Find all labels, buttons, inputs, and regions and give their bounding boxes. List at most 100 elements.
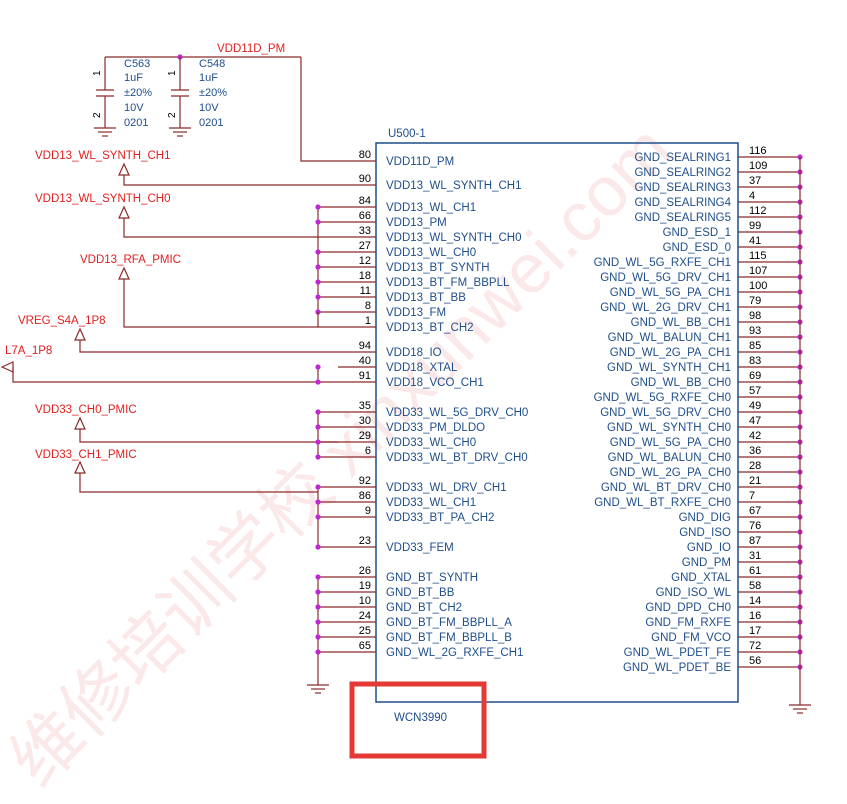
left-pin-name[interactable]: VDD13_PM bbox=[386, 217, 447, 229]
right-pin-name[interactable]: GND_WL_5G_RXFE_CH0 bbox=[594, 392, 731, 404]
right-pin-name[interactable]: GND_WL_5G_DRV_CH0 bbox=[600, 407, 731, 419]
left-pin-number: 40 bbox=[359, 355, 371, 367]
net-l7a bbox=[12, 367, 338, 383]
right-pin-name[interactable]: GND_ESD_0 bbox=[663, 242, 731, 254]
right-pin-name[interactable]: GND_SEALRING1 bbox=[634, 152, 731, 164]
junction-dot bbox=[315, 294, 321, 300]
left-pin-name[interactable]: VDD33_PM_DLDO bbox=[386, 422, 485, 434]
right-pin-name[interactable]: GND_WL_BB_CH1 bbox=[631, 317, 731, 329]
right-pin-number: 16 bbox=[749, 610, 761, 622]
right-pin-name[interactable]: GND_SEALRING2 bbox=[634, 167, 731, 179]
left-pin-name[interactable]: VDD33_WL_5G_DRV_CH0 bbox=[386, 407, 528, 419]
left-pin-number: 11 bbox=[360, 285, 371, 297]
left-pin-name[interactable]: VDD13_WL_SYNTH_CH0 bbox=[386, 232, 522, 244]
right-pin-name[interactable]: GND_WL_SYNTH_CH1 bbox=[607, 362, 731, 374]
left-pin-name[interactable]: VDD13_WL_SYNTH_CH1 bbox=[386, 180, 522, 192]
left-pin-number: 9 bbox=[365, 505, 371, 517]
right-pin-name[interactable]: GND_WL_BALUN_CH1 bbox=[608, 332, 731, 344]
right-pin-number: 42 bbox=[749, 430, 761, 442]
left-pin-name[interactable]: VDD13_WL_CH1 bbox=[386, 202, 476, 214]
right-pin-name[interactable]: GND_DIG bbox=[679, 512, 731, 524]
c548-pin1: 1 bbox=[167, 70, 178, 76]
left-pin-number: 84 bbox=[359, 195, 371, 207]
left-pin-name[interactable]: VDD33_BT_PA_CH2 bbox=[386, 512, 494, 524]
left-pin-name[interactable]: VDD33_WL_BT_DRV_CH0 bbox=[386, 452, 528, 464]
right-pin-name[interactable]: GND_ESD_1 bbox=[663, 227, 731, 239]
left-pin-name[interactable]: GND_BT_FM_BBPLL_B bbox=[386, 632, 512, 644]
left-pin-name[interactable]: VDD33_WL_DRV_CH1 bbox=[386, 482, 507, 494]
right-pin-name[interactable]: GND_WL_BALUN_CH0 bbox=[608, 452, 731, 464]
right-pin-name[interactable]: GND_WL_PDET_FE bbox=[624, 647, 732, 659]
left-pin-number: 23 bbox=[359, 535, 371, 547]
right-pins: 116GND_SEALRING1109GND_SEALRING237GND_SE… bbox=[594, 145, 768, 674]
wires bbox=[0, 54, 811, 714]
right-pin-name[interactable]: GND_WL_5G_PA_CH1 bbox=[610, 287, 731, 299]
right-pin-number: 36 bbox=[749, 445, 761, 457]
left-pin-number: 35 bbox=[359, 400, 371, 412]
right-pin-name[interactable]: GND_WL_SYNTH_CH0 bbox=[607, 422, 731, 434]
left-pin-name[interactable]: VDD13_WL_CH0 bbox=[386, 247, 476, 259]
net-label-l7a-1p8: L7A_1P8 bbox=[5, 345, 52, 357]
c548-volt: 10V bbox=[199, 102, 219, 114]
right-pin-name[interactable]: GND_SEALRING3 bbox=[634, 182, 731, 194]
right-pin-name[interactable]: GND_DPD_CH0 bbox=[645, 602, 731, 614]
net-synth-ch1 bbox=[123, 175, 338, 186]
net-synth-ch0 bbox=[123, 218, 338, 238]
right-pin-name[interactable]: GND_WL_5G_DRV_CH1 bbox=[600, 272, 731, 284]
right-pin-name[interactable]: GND_ISO_WL bbox=[656, 587, 732, 599]
left-pin-name[interactable]: VDD13_BT_SYNTH bbox=[386, 262, 490, 274]
left-pin-name[interactable]: VDD11D_PM bbox=[386, 156, 454, 168]
right-pin-name[interactable]: GND_SEALRING5 bbox=[634, 212, 731, 224]
left-pin-name[interactable]: VDD33_FEM bbox=[386, 542, 454, 554]
right-pin-name[interactable]: GND_WL_5G_PA_CH0 bbox=[610, 437, 731, 449]
right-pin-name[interactable]: GND_WL_5G_RXFE_CH1 bbox=[594, 257, 731, 269]
net-vdd33-ch0 bbox=[79, 429, 338, 443]
left-pin-name[interactable]: VDD13_BT_CH2 bbox=[386, 322, 474, 334]
c548-tol: ±20% bbox=[199, 87, 227, 99]
chip-body[interactable] bbox=[375, 142, 739, 703]
right-pin-name[interactable]: GND_SEALRING4 bbox=[634, 197, 731, 209]
right-pin-name[interactable]: GND_WL_PDET_BE bbox=[623, 662, 731, 674]
right-pin-name[interactable]: GND_WL_BT_RXFE_CH0 bbox=[594, 497, 731, 509]
left-pin-name[interactable]: VDD18_VCO_CH1 bbox=[386, 377, 484, 389]
net-label-s4a-1p8: VREG_S4A_1P8 bbox=[18, 315, 106, 327]
right-pin-number: 79 bbox=[749, 295, 761, 307]
left-pin-name[interactable]: VDD33_WL_CH0 bbox=[386, 437, 476, 449]
right-pin-name[interactable]: GND_WL_2G_PA_CH1 bbox=[610, 347, 731, 359]
left-pin-name[interactable]: GND_WL_2G_RXFE_CH1 bbox=[386, 647, 523, 659]
capacitor-c563[interactable]: C563 1uF ±20% 10V 0201 1 2 bbox=[92, 58, 152, 129]
left-pin-name[interactable]: VDD13_FM bbox=[386, 307, 446, 319]
right-pin-name[interactable]: GND_FM_RXFE bbox=[645, 617, 731, 629]
right-pin-name[interactable]: GND_IO bbox=[687, 542, 731, 554]
right-pin-name[interactable]: GND_XTAL bbox=[671, 572, 731, 584]
right-pin-name[interactable]: GND_ISO bbox=[679, 527, 731, 539]
left-pin-name[interactable]: GND_BT_CH2 bbox=[386, 602, 462, 614]
right-pin-name[interactable]: GND_WL_2G_DRV_CH1 bbox=[600, 302, 731, 314]
left-pin-name[interactable]: VDD18_IO bbox=[386, 347, 442, 359]
right-pin-number: 76 bbox=[749, 520, 761, 532]
right-pin-number: 107 bbox=[749, 265, 767, 277]
right-pin-name[interactable]: GND_FM_VCO bbox=[651, 632, 731, 644]
right-pin-name[interactable]: GND_PM bbox=[682, 557, 731, 569]
left-pin-name[interactable]: GND_BT_SYNTH bbox=[386, 572, 478, 584]
right-pin-number: 109 bbox=[749, 160, 767, 172]
left-pin-name[interactable]: GND_BT_BB bbox=[386, 587, 455, 599]
net-vdd11d bbox=[300, 57, 338, 162]
right-pin-name[interactable]: GND_WL_2G_PA_CH0 bbox=[610, 467, 731, 479]
capacitor-c548[interactable]: C548 1uF ±20% 10V 0201 1 2 bbox=[167, 58, 227, 129]
left-pin-name[interactable]: VDD33_WL_CH1 bbox=[386, 497, 476, 509]
left-pin-name[interactable]: GND_BT_FM_BBPLL_A bbox=[386, 617, 512, 629]
left-pin-name[interactable]: VDD13_BT_FM_BBPLL bbox=[386, 277, 510, 289]
part-ref: U500-1 bbox=[388, 128, 426, 140]
junction-dot bbox=[315, 364, 321, 370]
c563-tol: ±20% bbox=[124, 87, 152, 99]
right-pin-number: 28 bbox=[749, 460, 761, 472]
junction-dot bbox=[315, 454, 321, 460]
left-pin-name[interactable]: VDD18_XTAL bbox=[386, 362, 458, 374]
junction-dot bbox=[315, 499, 321, 505]
right-pin-name[interactable]: GND_WL_BT_DRV_CH0 bbox=[601, 482, 731, 494]
net-label-vdd11d-pm: VDD11D_PM bbox=[217, 43, 285, 55]
left-pin-name[interactable]: VDD13_BT_BB bbox=[386, 292, 466, 304]
left-pin-number: 19 bbox=[359, 580, 371, 592]
right-pin-name[interactable]: GND_WL_BB_CH0 bbox=[631, 377, 731, 389]
